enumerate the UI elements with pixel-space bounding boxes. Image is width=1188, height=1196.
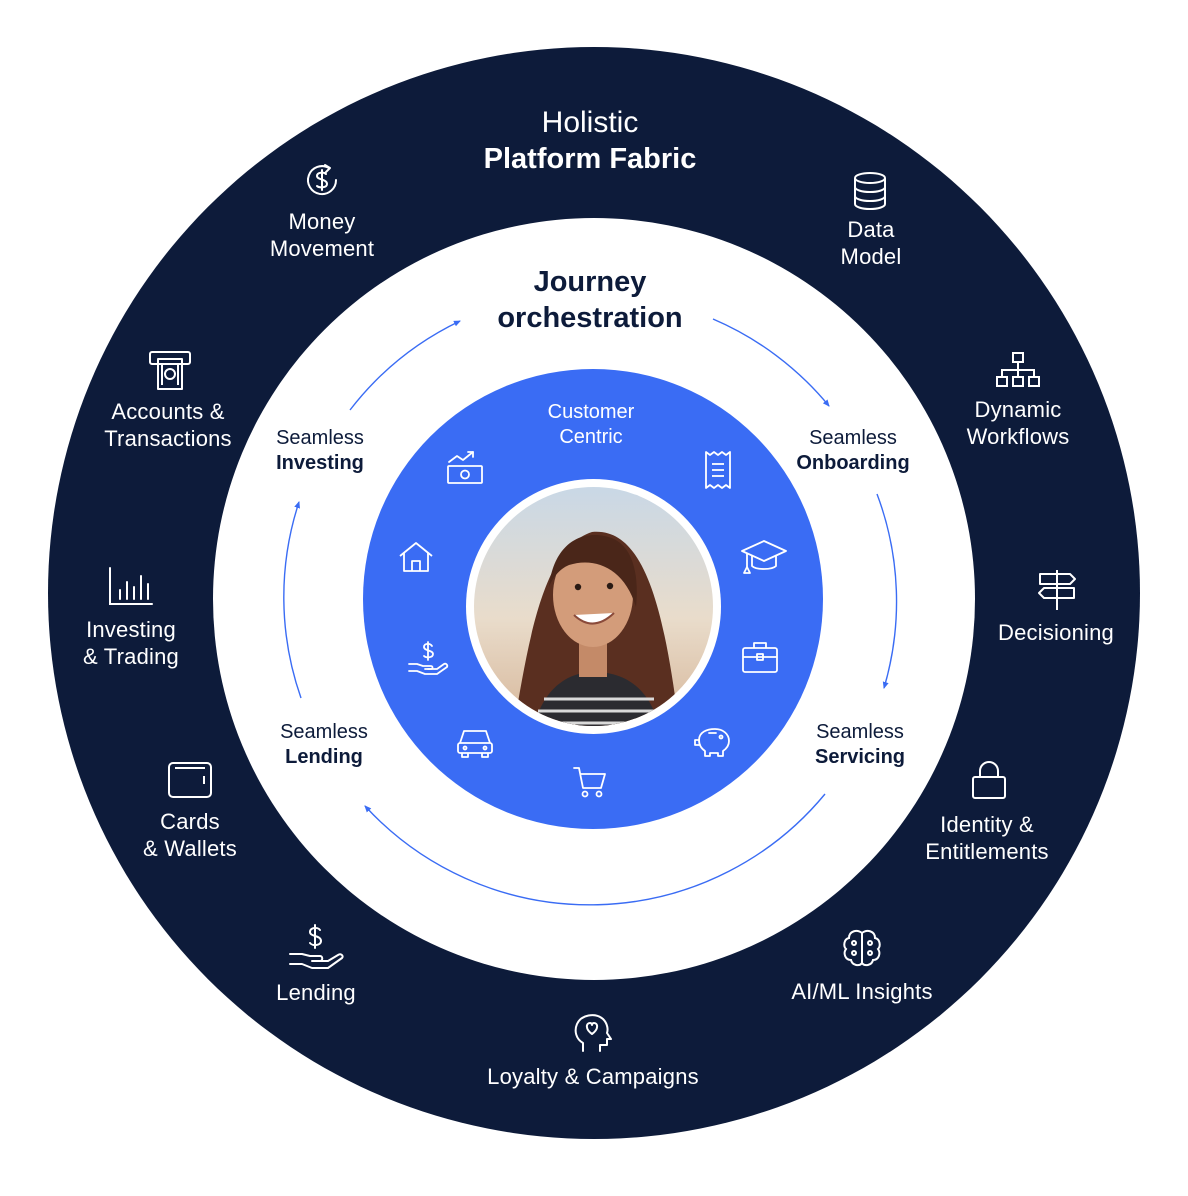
lock-icon [972, 761, 1006, 799]
inner-hand-dollar-icon [408, 641, 449, 675]
workflow-icon [996, 352, 1040, 387]
arrow-servicing-to-lending [364, 793, 826, 906]
money-growth-icon [447, 451, 483, 484]
receipt-icon [705, 451, 731, 489]
hand-dollar-icon [289, 924, 344, 969]
piggy-bank-icon [694, 728, 730, 757]
label-decisioning: Decisioning [998, 620, 1114, 645]
wallet-icon [168, 762, 212, 798]
arrow-investing-to-journey [349, 320, 461, 411]
journey-title-line1: Journey [533, 266, 647, 298]
bar-chart-icon [109, 567, 153, 605]
head-heart-icon [574, 1014, 612, 1052]
outer-title-line2: Platform Fabric [483, 143, 697, 175]
arrow-lending-to-investing [283, 501, 302, 699]
database-icon [854, 172, 886, 211]
outer-title-line1: Holistic [541, 106, 639, 139]
brain-icon [843, 929, 881, 967]
money-movement-icon [307, 164, 338, 196]
label-loyalty-campaigns: Loyalty & Campaigns [487, 1064, 699, 1089]
shopping-cart-icon [573, 767, 606, 798]
briefcase-icon [742, 642, 778, 673]
journey-title-line2: orchestration [497, 302, 683, 334]
label-investing-trading: Investing& Trading [83, 617, 179, 669]
label-lending: Lending [276, 980, 356, 1005]
signpost-icon [1038, 570, 1076, 610]
arrow-journey-to-onboarding [712, 318, 830, 407]
graduation-cap-icon [741, 540, 787, 574]
label-accounts-transactions: Accounts &Transactions [104, 399, 232, 451]
portrait-image [474, 487, 713, 726]
label-identity-entitlements: Identity &Entitlements [925, 812, 1049, 864]
arrow-onboarding-to-servicing [876, 493, 898, 689]
car-icon [457, 730, 493, 758]
customer-portrait [466, 479, 721, 734]
atm-icon [149, 351, 191, 390]
label-ai-ml-insights: AI/ML Insights [791, 979, 933, 1004]
house-icon [399, 542, 433, 572]
label-cards-wallets: Cards& Wallets [143, 809, 237, 861]
